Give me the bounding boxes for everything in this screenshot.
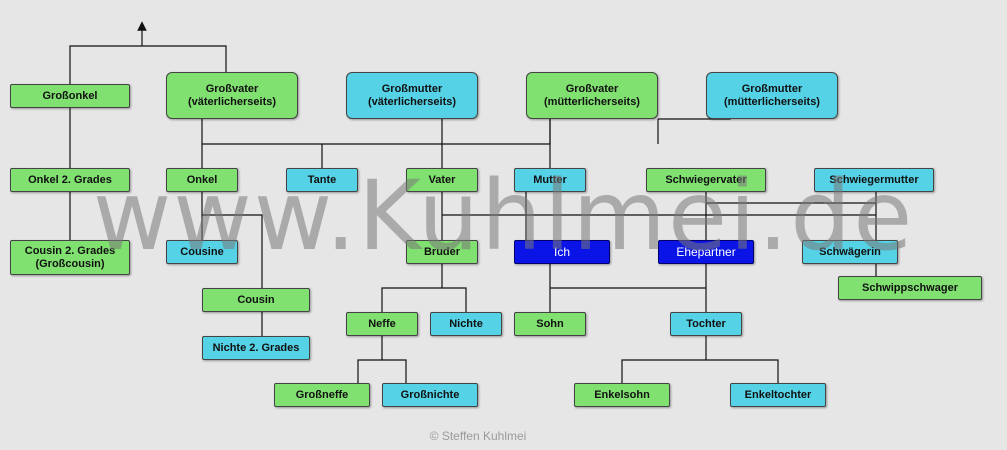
node-cousin-2-grades: Cousin 2. Grades (Großcousin): [10, 240, 130, 275]
node-grossonkel: Großonkel: [10, 84, 130, 108]
node-enkeltochter: Enkeltochter: [730, 383, 826, 407]
copyright-notice: © Steffen Kuhlmei: [429, 429, 527, 443]
node-mutter: Mutter: [514, 168, 586, 192]
node-bruder: Bruder: [406, 240, 478, 264]
node-schwiegervater: Schwiegervater: [646, 168, 766, 192]
node-enkelsohn: Enkelsohn: [574, 383, 670, 407]
node-ich: Ich: [514, 240, 610, 264]
node-schwiegermutter: Schwiegermutter: [814, 168, 934, 192]
node-grossvater-muetterlicherseits: Großvater (mütterlicherseits): [526, 72, 658, 119]
node-onkel: Onkel: [166, 168, 238, 192]
node-cousine: Cousine: [166, 240, 238, 264]
node-onkel-2-grades: Onkel 2. Grades: [10, 168, 130, 192]
node-schwaegerin: Schwägerin: [802, 240, 898, 264]
node-grossmutter-vaeterlicherseits: Großmutter (väterlicherseits): [346, 72, 478, 119]
node-nichte-2-grades: Nichte 2. Grades: [202, 336, 310, 360]
ancestor-connector: [69, 45, 227, 84]
node-sohn: Sohn: [514, 312, 586, 336]
node-tochter: Tochter: [670, 312, 742, 336]
node-grossneffe: Großneffe: [274, 383, 370, 407]
node-grossmutter-muetterlicherseits: Großmutter (mütterlicherseits): [706, 72, 838, 119]
node-neffe: Neffe: [346, 312, 418, 336]
node-ehepartner: Ehepartner: [658, 240, 754, 264]
node-tante: Tante: [286, 168, 358, 192]
node-grossnichte: Großnichte: [382, 383, 478, 407]
node-cousin: Cousin: [202, 288, 310, 312]
node-vater: Vater: [406, 168, 478, 192]
node-schwippschwager: Schwippschwager: [838, 276, 982, 300]
node-grossvater-vaeterlicherseits: Großvater (väterlicherseits): [166, 72, 298, 119]
node-nichte: Nichte: [430, 312, 502, 336]
